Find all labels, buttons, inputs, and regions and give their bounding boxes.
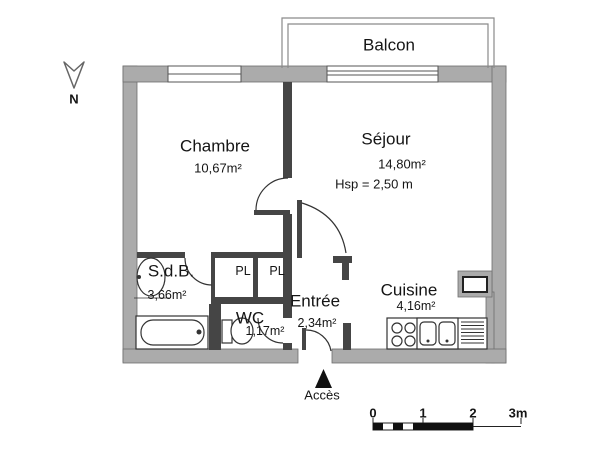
scale-tick-0: 0 [369, 405, 377, 421]
room-label-chambre: Chambre [180, 136, 250, 156]
scale-bar [372, 418, 522, 431]
room-label-sejour: Séjour [361, 129, 411, 149]
stove-burner [391, 335, 403, 347]
sejour-window [326, 65, 439, 83]
north-arrow-icon [63, 61, 85, 89]
area-label-chambre: 10,67m² [194, 160, 242, 176]
area-label-sdb: 3,66m² [147, 287, 187, 302]
room-label-sdb: S.d.B. [147, 261, 195, 281]
sink-bowl [419, 321, 437, 346]
sejour-door [297, 200, 347, 258]
windows [167, 65, 439, 83]
partition-walls [137, 82, 352, 350]
chambre-door [254, 177, 290, 215]
duct-box [462, 276, 488, 293]
sdb-door [184, 257, 213, 286]
room-label-entree: Entrée [289, 291, 341, 311]
closet-label-left: PL [235, 263, 251, 278]
entrance-door [302, 328, 332, 352]
outer-walls [122, 65, 507, 364]
balcony-railing [281, 17, 495, 68]
dish-drainer [461, 321, 484, 344]
north-label: N [69, 91, 79, 107]
scale-tick-2: 2 [469, 405, 477, 421]
area-label-entree: 2,34m² [297, 315, 337, 330]
stove-burner [404, 322, 416, 334]
stove-burner [404, 335, 416, 347]
scale-tick-1: 1 [419, 405, 427, 421]
scale-tick-3: 3m [508, 405, 528, 421]
room-label-cuisine: Cuisine [380, 280, 438, 300]
stove-burner [391, 322, 403, 334]
doors [184, 177, 347, 352]
area-label-sejour: 14,80m² [378, 156, 426, 172]
ceiling-height-label: Hsp = 2,50 m [335, 176, 413, 192]
bathroom-fixtures [134, 257, 254, 350]
wc-door [257, 317, 284, 344]
area-label-wc: 1,17m² [245, 323, 285, 338]
closet-label-right: PL [269, 263, 285, 278]
kitchen-fixtures [386, 317, 488, 350]
access-label: Accès [304, 387, 340, 403]
room-label-wc: WC [235, 308, 265, 328]
sink-bowl [438, 321, 456, 346]
access-arrow-icon [315, 369, 332, 388]
toilet-bowl [230, 317, 254, 345]
room-label-balcon: Balcon [363, 35, 415, 55]
area-label-cuisine: 4,16m² [396, 298, 436, 313]
